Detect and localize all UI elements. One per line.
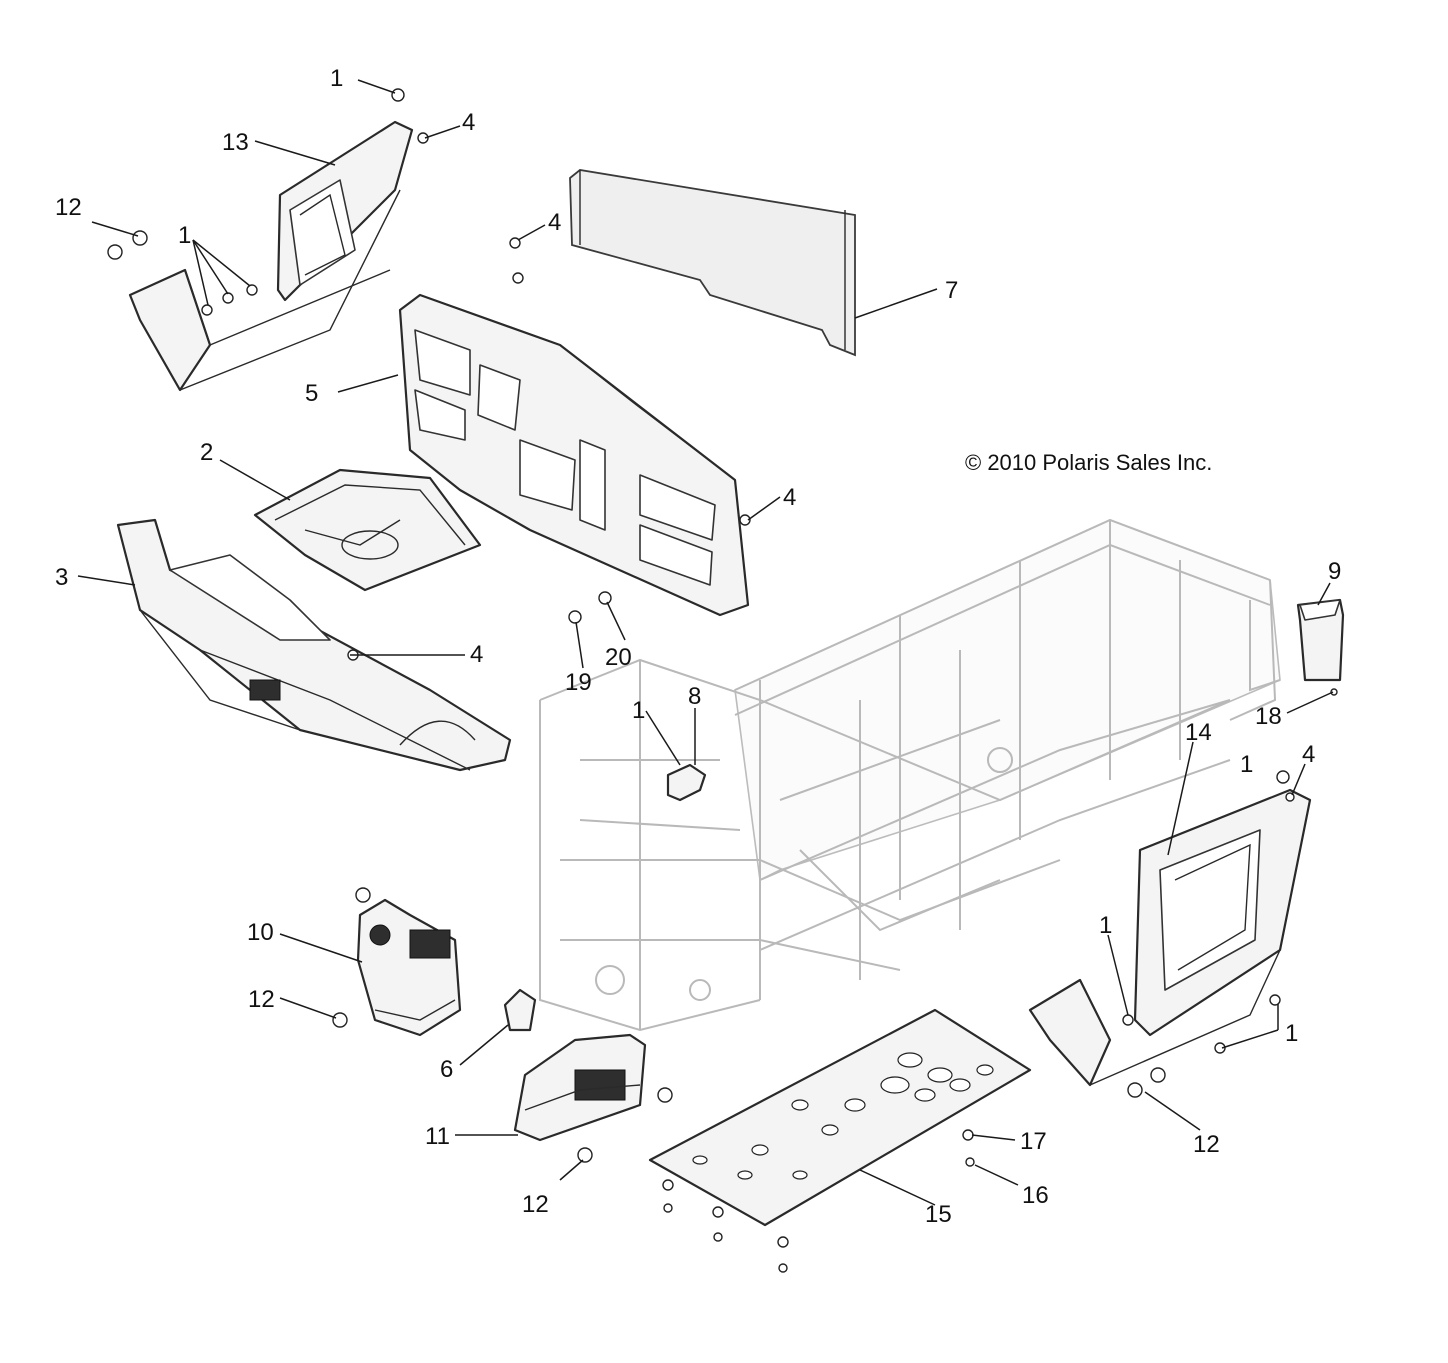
- callout-20: 20: [605, 644, 632, 671]
- callout-11: 11: [425, 1123, 450, 1150]
- callout-1: 1: [632, 697, 645, 724]
- callout-10: 10: [247, 919, 274, 946]
- copyright-notice: © 2010 Polaris Sales Inc.: [965, 450, 1212, 475]
- part-7-panel: [569, 169, 856, 357]
- callout-5: 5: [305, 380, 318, 407]
- callout-4: 4: [548, 209, 561, 236]
- callout-7: 7: [945, 277, 958, 304]
- callout-4: 4: [470, 641, 483, 668]
- callout-14: 14: [1185, 719, 1212, 746]
- callout-17: 17: [1020, 1128, 1047, 1155]
- part-2-insert: [253, 468, 482, 592]
- callout-12: 12: [248, 986, 275, 1013]
- callout-1: 1: [1285, 1020, 1298, 1047]
- part-11-bracket: [513, 1033, 647, 1142]
- callout-2: 2: [200, 439, 213, 466]
- callout-8: 8: [688, 683, 701, 710]
- chassis-frame: [539, 518, 1281, 1032]
- callout-9: 9: [1328, 558, 1341, 585]
- callout-18: 18: [1255, 703, 1282, 730]
- part-13-panel: [128, 120, 414, 392]
- part-9-cupholder: [1296, 598, 1345, 682]
- callout-13: 13: [222, 129, 249, 156]
- callout-16: 16: [1022, 1182, 1049, 1209]
- callout-4: 4: [1302, 741, 1315, 768]
- leader-lines: [77, 79, 1334, 1206]
- callout-12: 12: [55, 194, 82, 221]
- part-10-bracket: [356, 898, 462, 1037]
- part-15-skidplate: [648, 1008, 1032, 1227]
- fasteners: [107, 88, 1338, 1273]
- part-6-clip: [503, 988, 537, 1032]
- part-8-bracket: [666, 763, 707, 802]
- callout-3: 3: [55, 564, 68, 591]
- part-14-panel: [1028, 788, 1312, 1087]
- part-5-bulkhead: [398, 293, 750, 617]
- callout-6: 6: [440, 1056, 453, 1083]
- callout-12: 12: [522, 1191, 549, 1218]
- callout-15: 15: [925, 1201, 952, 1228]
- callout-1: 1: [178, 222, 191, 249]
- callout-1: 1: [1099, 912, 1112, 939]
- callout-19: 19: [565, 669, 592, 696]
- callout-1: 1: [1240, 751, 1253, 778]
- callout-4: 4: [462, 109, 475, 136]
- callout-1: 1: [330, 65, 343, 92]
- callout-labels: 1 4 13 12 1 4 7 5 2 4 3 4 20 19 1 8 9 18…: [55, 65, 1341, 1228]
- part-3-floorpan: [116, 518, 512, 772]
- callout-4: 4: [783, 484, 796, 511]
- callout-12: 12: [1193, 1131, 1220, 1158]
